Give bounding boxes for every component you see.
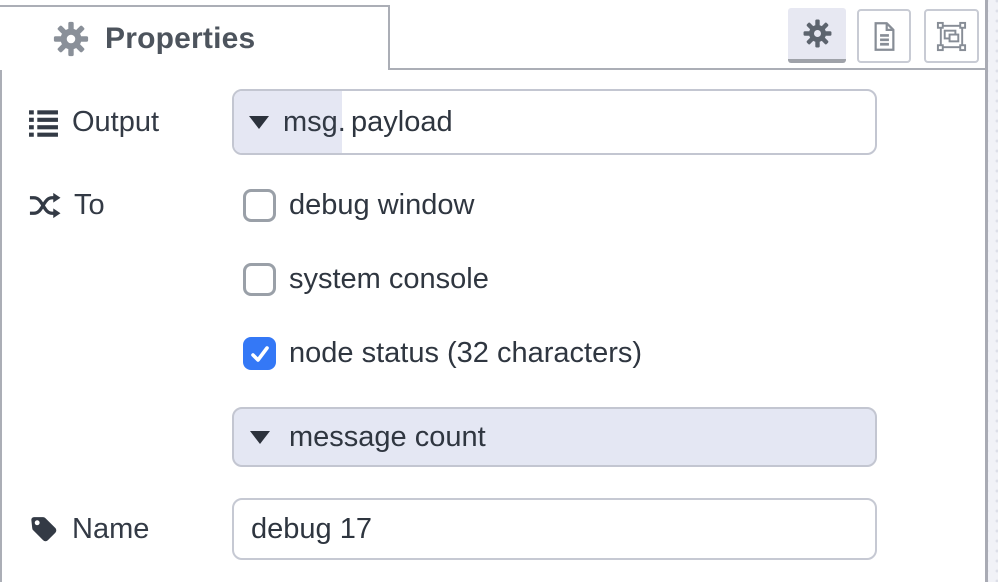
workspace-canvas-sliver	[988, 0, 998, 582]
debug-window-checkbox-row[interactable]: debug window	[243, 189, 474, 222]
name-field-label: Name	[28, 498, 149, 560]
appearance-tab-button[interactable]	[924, 9, 979, 63]
name-label-text: Name	[72, 512, 150, 545]
gear-icon	[52, 20, 90, 58]
description-tab-button[interactable]	[857, 9, 911, 63]
output-label-text: Output	[72, 105, 160, 138]
tab-label: Properties	[105, 21, 256, 55]
typed-input-type-button[interactable]: msg.	[234, 91, 346, 153]
debug-window-checkbox-label: debug window	[289, 189, 475, 221]
tab-properties[interactable]: Properties	[0, 5, 390, 70]
tabbar-divider	[390, 68, 988, 70]
status-type-select-value: message count	[289, 420, 486, 453]
chevron-down-icon	[249, 115, 269, 129]
list-icon	[28, 107, 59, 138]
tag-icon	[28, 514, 59, 545]
to-label-text: To	[74, 189, 105, 221]
node-status-checkbox-label: node status (32 characters)	[289, 337, 643, 369]
output-value-input[interactable]: payload	[351, 105, 453, 138]
node-status-checkbox[interactable]	[243, 337, 276, 370]
name-input[interactable]: debug 17	[232, 498, 877, 560]
dialog-left-border	[0, 5, 2, 582]
shuffle-icon	[28, 191, 61, 220]
dialog-right-border	[985, 0, 988, 582]
output-field-label: Output	[28, 89, 159, 155]
properties-tab-button[interactable]	[788, 8, 846, 63]
gear-icon	[802, 18, 833, 49]
document-icon	[871, 21, 898, 52]
appearance-icon	[935, 20, 968, 53]
typed-input-type-label: msg.	[283, 105, 346, 138]
to-field-label: To	[28, 189, 105, 222]
system-console-checkbox[interactable]	[243, 263, 276, 296]
system-console-checkbox-label: system console	[289, 263, 489, 295]
chevron-down-icon	[250, 430, 270, 444]
status-type-select[interactable]: message count	[232, 407, 877, 467]
system-console-checkbox-row[interactable]: system console	[243, 263, 489, 296]
output-typed-input: msg. payload	[232, 89, 877, 155]
node-status-checkbox-row[interactable]: node status (32 characters)	[243, 337, 642, 370]
debug-window-checkbox[interactable]	[243, 189, 276, 222]
